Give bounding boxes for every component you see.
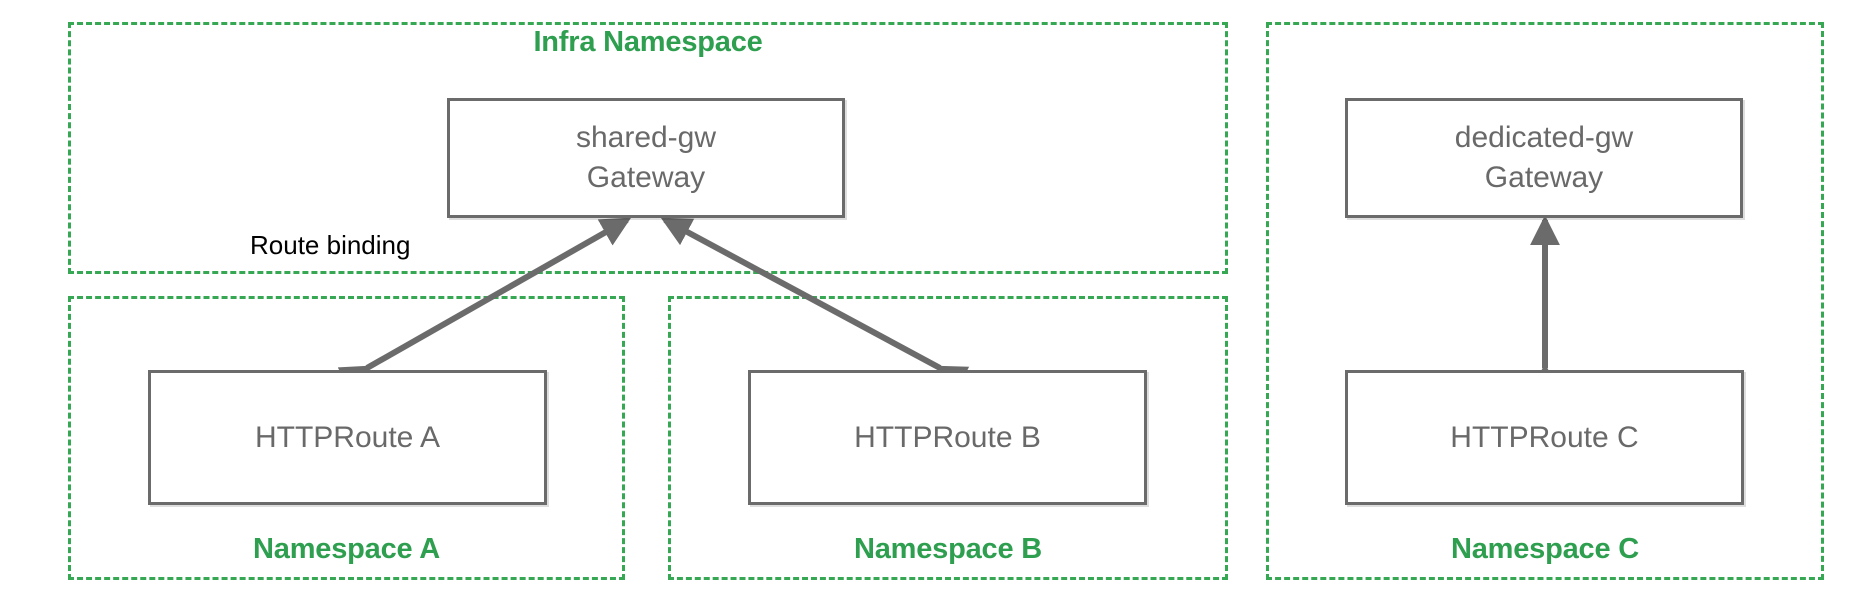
node-shared-gw-line2: Gateway <box>586 161 706 194</box>
node-httproute-a-label: HTTPRoute A <box>254 420 441 454</box>
node-dedicated-gw-line1: dedicated-gw <box>1454 121 1634 155</box>
namespace-label-c: Namespace C <box>1450 533 1639 565</box>
node-shared-gw[interactable]: shared-gw Gateway <box>447 98 845 218</box>
namespace-box-c <box>1266 22 1824 580</box>
node-httproute-b-label: HTTPRoute B <box>854 420 1041 454</box>
node-httproute-a[interactable]: HTTPRoute A <box>148 370 547 505</box>
node-httproute-b[interactable]: HTTPRoute B <box>748 370 1147 505</box>
namespace-label-a: Namespace A <box>253 533 440 565</box>
namespace-box-infra <box>68 22 1228 274</box>
edge-label-route-binding: Route binding <box>250 230 411 260</box>
node-dedicated-gw-line2: Gateway <box>1484 161 1604 194</box>
node-httproute-c[interactable]: HTTPRoute C <box>1345 370 1744 505</box>
namespace-label-b: Namespace B <box>853 533 1042 565</box>
node-httproute-c-label: HTTPRoute C <box>1450 420 1639 454</box>
node-dedicated-gw[interactable]: dedicated-gw Gateway <box>1345 98 1743 218</box>
node-shared-gw-line1: shared-gw <box>575 121 717 155</box>
namespace-label-infra: Infra Namespace <box>533 26 763 58</box>
